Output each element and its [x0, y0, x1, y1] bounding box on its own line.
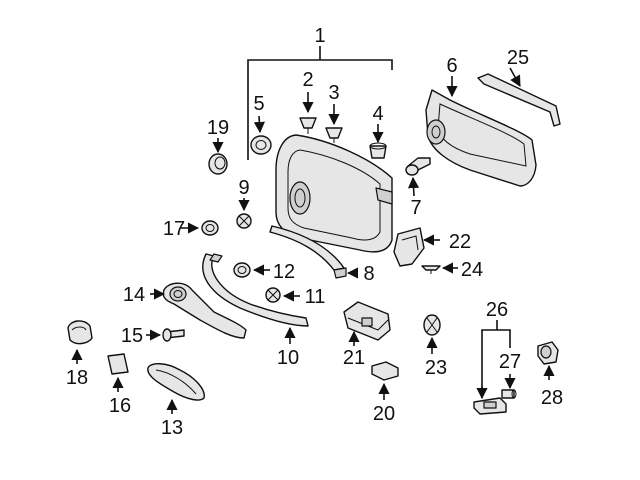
- part-24-pin: [421, 262, 458, 274]
- callout-16: 16: [109, 395, 131, 417]
- part-28-connector: [537, 341, 559, 380]
- part-8-molding: [269, 225, 359, 279]
- part-15-screw: [146, 328, 185, 342]
- part-5-grommet: [250, 115, 272, 155]
- part-9-clip: [236, 198, 252, 229]
- callout-17: 17: [163, 218, 185, 240]
- callout-8: 8: [363, 263, 374, 285]
- part-12-grommet: [233, 262, 270, 278]
- callout-12: 12: [273, 261, 295, 283]
- part-20-bracket: [371, 361, 399, 400]
- part-26-switch-housing: [473, 397, 507, 415]
- callout-2: 2: [302, 69, 313, 91]
- callout-28: 28: [541, 387, 563, 409]
- part-6-inner-panel: [425, 76, 537, 187]
- callout-23: 23: [425, 357, 447, 379]
- callout-3: 3: [328, 82, 339, 104]
- part-21-pocket: [343, 301, 391, 346]
- callout-27: 27: [499, 351, 521, 373]
- callout-6: 6: [446, 55, 457, 77]
- callout-24: 24: [461, 259, 483, 281]
- part-11-clip: [265, 287, 300, 303]
- callout-26: 26: [486, 299, 508, 321]
- part-10-armrest-strip: [202, 253, 309, 344]
- callout-1: 1: [314, 25, 325, 47]
- callout-11: 11: [305, 286, 326, 308]
- callout-7: 7: [410, 197, 421, 219]
- callout-22: 22: [449, 231, 471, 253]
- part-25-rail: [477, 67, 561, 127]
- callout-18: 18: [66, 367, 88, 389]
- part-14-door-handle: [150, 282, 247, 339]
- part-13-pull-cup: [147, 363, 205, 414]
- part-22-bracket: [393, 227, 440, 267]
- callout-15: 15: [121, 325, 143, 347]
- part-19-cap: [208, 138, 228, 175]
- callout-5: 5: [253, 93, 264, 115]
- part-7-screw: [405, 157, 431, 197]
- callout-26-bracket: [476, 320, 511, 400]
- part-3-clip: [325, 104, 343, 143]
- callout-labels: 1 2 3 4 5 6 7 8 9 10 11 12 13 14 15 16 1…: [66, 25, 563, 439]
- part-16-cover: [107, 353, 129, 392]
- callout-13: 13: [161, 417, 183, 439]
- callout-1-bracket: [247, 46, 393, 160]
- part-18-end-cap: [67, 320, 93, 364]
- part-17-grommet: [180, 220, 219, 236]
- callout-21: 21: [343, 347, 365, 369]
- part-27-switch: [501, 374, 517, 399]
- callout-20: 20: [373, 403, 395, 425]
- callout-14: 14: [123, 284, 145, 306]
- part-2-clip: [299, 92, 317, 134]
- part-4-clip: [369, 124, 387, 159]
- callout-25: 25: [507, 47, 529, 69]
- callout-4: 4: [372, 103, 383, 125]
- callout-9: 9: [238, 177, 249, 199]
- part-23-clip: [423, 314, 441, 354]
- door-trim-panel: [275, 134, 393, 253]
- callout-19: 19: [207, 117, 229, 139]
- callout-10: 10: [277, 347, 299, 369]
